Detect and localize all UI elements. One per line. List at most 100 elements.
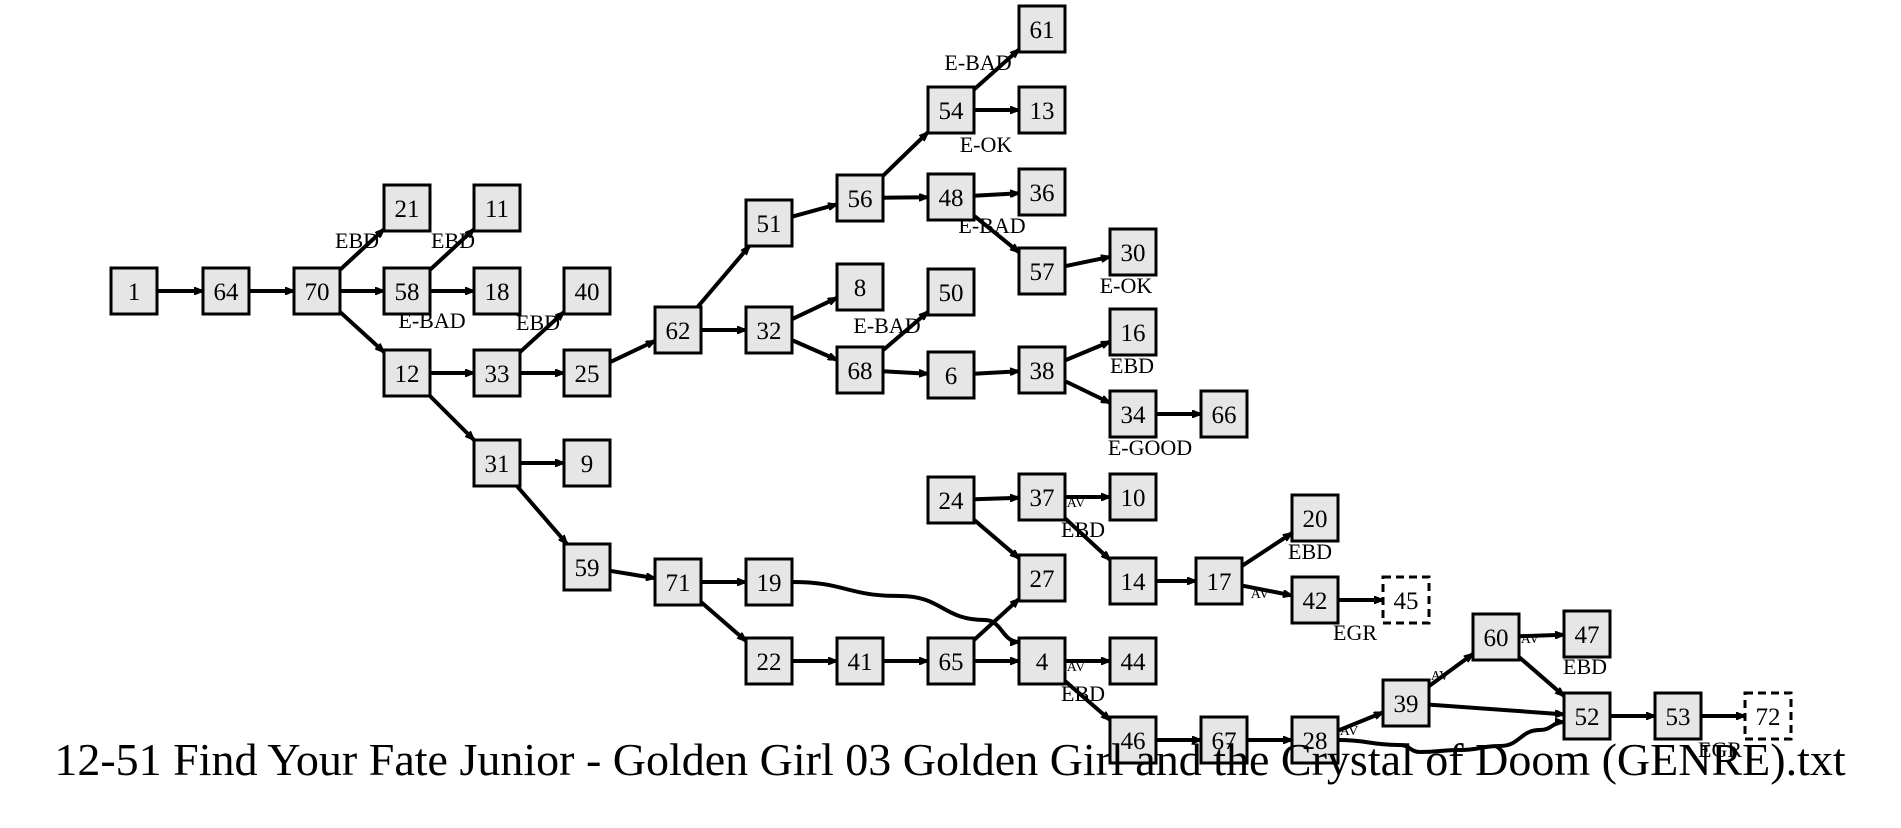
node-label: 25 (575, 361, 600, 388)
edge-60-52 (1517, 655, 1564, 696)
node-67[interactable]: 67 (1199, 715, 1249, 765)
node-54[interactable]: 54 (926, 85, 976, 135)
node-25[interactable]: 25 (562, 348, 612, 398)
edge-label-37-14: EBD (1061, 517, 1105, 542)
node-label: 17 (1207, 569, 1232, 596)
node-64[interactable]: 64 (201, 266, 251, 316)
node-box (382, 266, 432, 316)
node-box (109, 266, 159, 316)
node-36[interactable]: 36 (1017, 167, 1067, 217)
edge-19-4 (791, 580, 1019, 642)
node-11[interactable]: 11 (472, 183, 522, 233)
node-32[interactable]: 32 (744, 305, 794, 355)
node-33[interactable]: 33 (472, 348, 522, 398)
node-44[interactable]: 44 (1108, 636, 1158, 686)
edge-32-68 (791, 338, 837, 362)
node-label: 42 (1303, 588, 1328, 615)
node-57[interactable]: 57 (1017, 246, 1067, 296)
node-label: 30 (1121, 240, 1146, 267)
node-box (1381, 575, 1431, 625)
node-19[interactable]: 19 (744, 557, 794, 607)
node-56[interactable]: 56 (835, 173, 885, 223)
node-53[interactable]: 53 (1653, 691, 1703, 741)
node-30[interactable]: 30 (1108, 227, 1158, 277)
node-box (382, 348, 432, 398)
node-70[interactable]: 70 (292, 266, 342, 316)
node-label: 59 (575, 555, 600, 582)
node-71[interactable]: 71 (653, 557, 703, 607)
node-38[interactable]: 38 (1017, 345, 1067, 395)
node-box (926, 85, 976, 135)
node-box (1290, 715, 1340, 765)
edge-label-42-45: EGR (1333, 620, 1377, 645)
node-59[interactable]: 59 (562, 542, 612, 592)
node-68[interactable]: 68 (835, 345, 885, 395)
edge-28-39 (1337, 710, 1383, 733)
node-label: 56 (848, 186, 873, 213)
edge-25-62 (609, 339, 655, 364)
node-20[interactable]: 20 (1290, 493, 1340, 543)
node-50[interactable]: 50 (926, 267, 976, 317)
node-label: 10 (1121, 485, 1146, 512)
node-box (1108, 307, 1158, 357)
node-58[interactable]: 58 (382, 266, 432, 316)
node-62[interactable]: 62 (653, 305, 703, 355)
node-13[interactable]: 13 (1017, 85, 1067, 135)
node-45[interactable]: 45 (1381, 575, 1431, 625)
node-12[interactable]: 12 (382, 348, 432, 398)
node-box (472, 438, 522, 488)
node-65[interactable]: 65 (926, 636, 976, 686)
node-28[interactable]: 28 (1290, 715, 1340, 765)
node-box (835, 173, 885, 223)
node-label: 4 (1036, 649, 1049, 676)
node-9[interactable]: 9 (562, 438, 612, 488)
node-box (1017, 246, 1067, 296)
node-8[interactable]: 8 (835, 262, 885, 312)
edge-17-42 (1241, 583, 1292, 596)
node-box (472, 266, 522, 316)
node-34[interactable]: 34 (1108, 389, 1158, 439)
node-box (1562, 609, 1612, 659)
node-14[interactable]: 14 (1108, 556, 1158, 606)
node-60[interactable]: 60 (1471, 612, 1521, 662)
node-42[interactable]: 42 (1290, 575, 1340, 625)
node-39[interactable]: 39 (1381, 678, 1431, 728)
node-41[interactable]: 41 (835, 636, 885, 686)
node-22[interactable]: 22 (744, 636, 794, 686)
node-46[interactable]: 46 (1108, 715, 1158, 765)
edge-label-37-10: AV (1067, 496, 1085, 511)
edge-39-60 (1427, 652, 1473, 688)
node-51[interactable]: 51 (744, 198, 794, 248)
node-label: 47 (1575, 622, 1600, 649)
node-16[interactable]: 16 (1108, 307, 1158, 357)
node-18[interactable]: 18 (472, 266, 522, 316)
edge-label-4-44: AV (1067, 660, 1085, 675)
node-1[interactable]: 1 (109, 266, 159, 316)
node-61[interactable]: 61 (1017, 4, 1067, 54)
node-6[interactable]: 6 (926, 350, 976, 400)
node-31[interactable]: 31 (472, 438, 522, 488)
edge-68-50 (881, 312, 928, 352)
node-72[interactable]: 72 (1743, 691, 1793, 741)
node-4[interactable]: 4 (1017, 636, 1067, 686)
node-66[interactable]: 66 (1199, 389, 1249, 439)
node-40[interactable]: 40 (562, 266, 612, 316)
node-label: 54 (939, 98, 965, 125)
node-21[interactable]: 21 (382, 183, 432, 233)
node-52[interactable]: 52 (1562, 691, 1612, 741)
node-box (1108, 556, 1158, 606)
node-24[interactable]: 24 (926, 475, 976, 525)
edge-32-8 (791, 296, 837, 321)
node-box (926, 475, 976, 525)
node-box (1562, 691, 1612, 741)
node-10[interactable]: 10 (1108, 472, 1158, 522)
node-17[interactable]: 17 (1194, 556, 1244, 606)
node-label: 57 (1030, 259, 1055, 286)
node-box (1017, 636, 1067, 686)
node-37[interactable]: 37 (1017, 472, 1067, 522)
node-27[interactable]: 27 (1017, 553, 1067, 603)
node-label: 31 (485, 451, 510, 478)
node-48[interactable]: 48 (926, 172, 976, 222)
node-47[interactable]: 47 (1562, 609, 1612, 659)
